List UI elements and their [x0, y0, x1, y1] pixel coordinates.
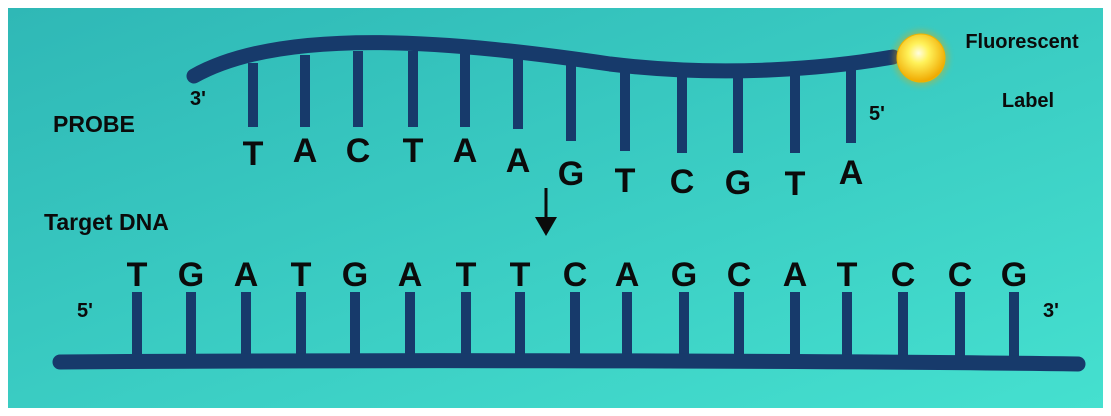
- target-base: T: [127, 256, 148, 294]
- target-base: G: [671, 256, 697, 294]
- probe-base: A: [293, 132, 318, 170]
- target-base: T: [510, 256, 531, 294]
- probe-base: A: [839, 154, 864, 192]
- probe-base: G: [558, 155, 584, 193]
- target-backbone: [60, 361, 1078, 364]
- target-label: Target DNA: [44, 209, 169, 235]
- fluorescent-label-line2: Label: [1002, 90, 1054, 112]
- target-base: C: [563, 256, 588, 294]
- fluorescent-label-line1: Fluorescent: [965, 31, 1079, 53]
- probe-base: T: [243, 135, 264, 173]
- target-base: T: [456, 256, 477, 294]
- probe-base: T: [403, 132, 424, 170]
- probe-base: T: [615, 162, 636, 200]
- probe-label: PROBE: [53, 111, 135, 137]
- target-base: G: [178, 256, 204, 294]
- target-base: A: [615, 256, 640, 294]
- target-base: C: [948, 256, 973, 294]
- target-end-left: 5': [77, 300, 93, 322]
- probe-base: C: [346, 132, 371, 170]
- target-base: C: [891, 256, 916, 294]
- target-end-right: 3': [1043, 300, 1059, 322]
- target-base: T: [837, 256, 858, 294]
- target-base: A: [783, 256, 808, 294]
- target-base: A: [234, 256, 259, 294]
- probe-end-right: 5': [869, 103, 885, 125]
- target-base: T: [291, 256, 312, 294]
- probe-base: G: [725, 164, 751, 202]
- fluorescent-bead: [897, 34, 945, 82]
- target-base: A: [398, 256, 423, 294]
- probe-base: A: [506, 142, 531, 180]
- target-base: C: [727, 256, 752, 294]
- target-base: G: [1001, 256, 1027, 294]
- probe-base: T: [785, 165, 806, 203]
- target-base: G: [342, 256, 368, 294]
- probe-base: C: [670, 163, 695, 201]
- probe-end-left: 3': [190, 88, 206, 110]
- probe-base: A: [453, 132, 478, 170]
